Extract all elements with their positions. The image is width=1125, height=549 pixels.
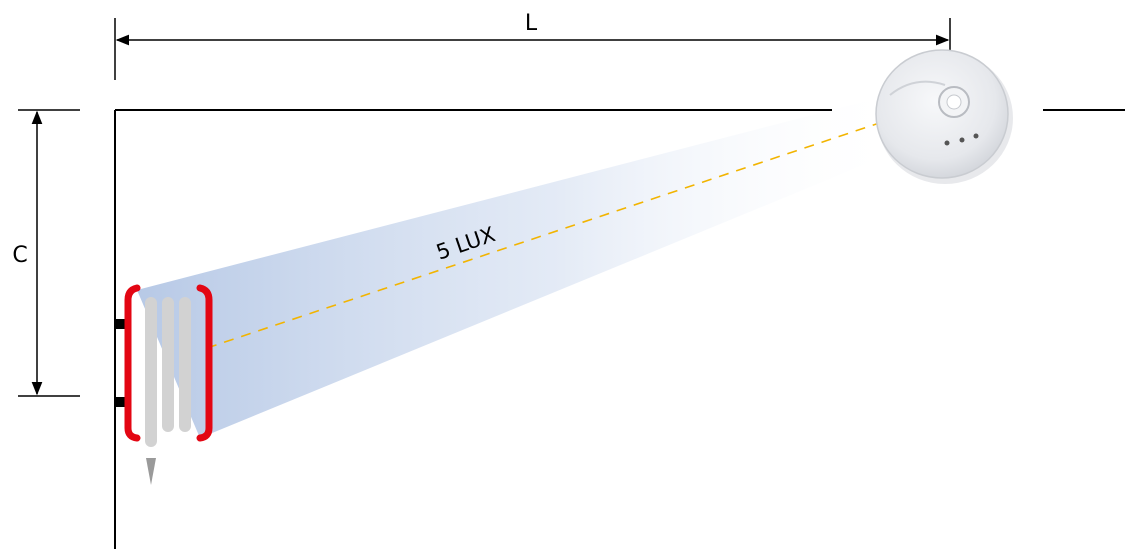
bracket-bottom [115,397,131,407]
sensor-lens-inner [946,94,962,110]
light-axis [206,99,949,349]
sensor-dot-2 [959,137,965,143]
sensor-body [876,50,1008,178]
sensor-arc [889,80,946,96]
length-label: L [525,11,538,36]
fin-2 [162,297,174,432]
height-label: C [12,243,27,268]
ceiling-detector-icon [875,49,1013,184]
drip-tip [146,458,156,485]
frame-left [124,284,141,442]
fin-3 [179,297,191,432]
fin-1 [145,297,157,447]
frame-right [196,284,213,442]
sensor-dot-3 [973,133,979,139]
sensor-rim [875,49,1009,179]
light-beam [137,100,905,438]
dimension-height [18,109,80,397]
wall-radiator-light-icon [115,284,213,485]
room-outline [114,109,1125,549]
sensor-dot-1 [944,140,950,146]
bracket-top [115,319,131,329]
